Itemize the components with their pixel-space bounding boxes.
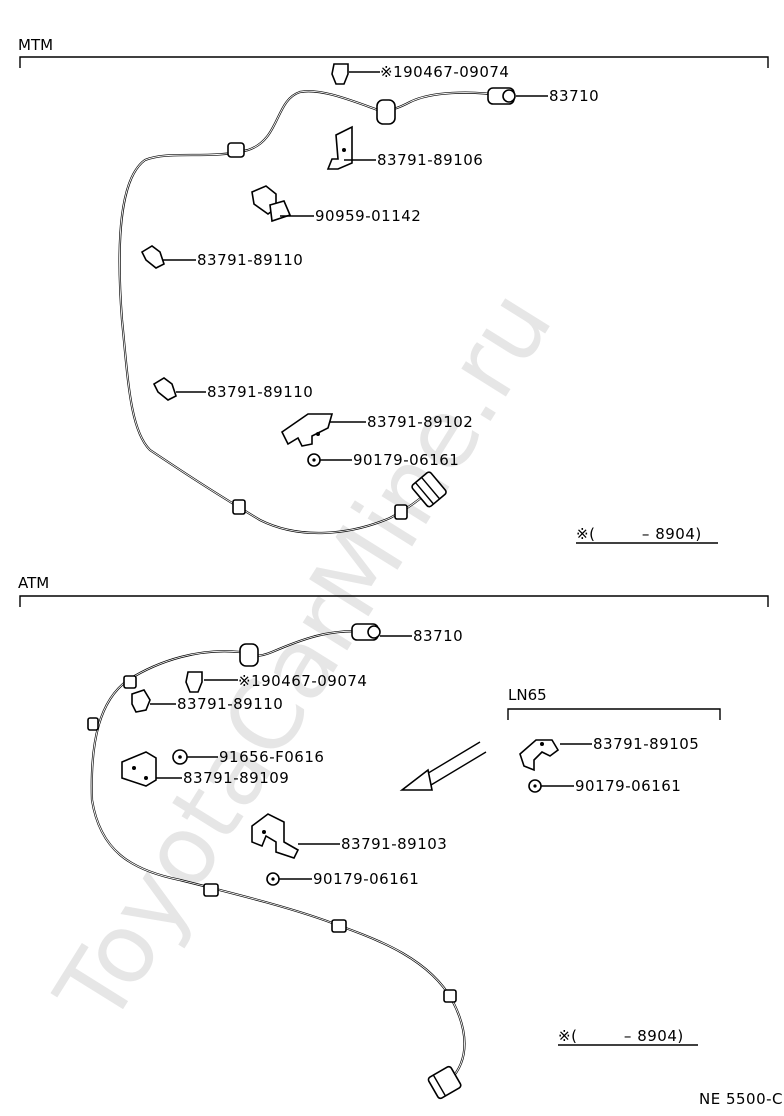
atm-validity-note: ※( – 8904): [558, 1027, 684, 1045]
part-label: ※190467-09074: [238, 672, 367, 690]
part-label: 83791-89110: [197, 251, 303, 269]
atm-section: ATM: [18, 574, 769, 1100]
atm-bracket: [19, 595, 769, 607]
bracket-icon: [519, 739, 560, 772]
clip-icon: [131, 689, 151, 713]
nut-icon: [172, 749, 188, 765]
nut-icon: [266, 872, 280, 886]
part-label: 83791-89102: [367, 413, 473, 431]
mtm-cable-connector: [411, 471, 447, 508]
part-label: ※190467-09074: [380, 63, 509, 81]
bracket-icon: [280, 413, 334, 447]
clip-icon: [185, 671, 203, 693]
ln65-variant: LN65 83791-89105 90179-06161: [399, 686, 721, 795]
mtm-section: MTM: [18, 36, 769, 544]
part-label: 90179-06161: [575, 777, 681, 795]
clip-icon: [331, 63, 349, 85]
part-label: 83791-89110: [177, 695, 283, 713]
part-label: 83710: [413, 627, 463, 645]
nut-icon: [307, 453, 321, 467]
bracket-icon: [251, 813, 300, 859]
part-label: 90179-06161: [313, 870, 419, 888]
arrow-icon: [399, 741, 487, 791]
part-label: 83791-89105: [593, 735, 699, 753]
diagram-code: NE 5500-C: [699, 1090, 783, 1108]
part-label: 83791-89109: [183, 769, 289, 787]
part-label: 91656-F0616: [219, 748, 324, 766]
part-label: 83791-89106: [377, 151, 483, 169]
part-label: 83791-89103: [341, 835, 447, 853]
ln65-title: LN65: [508, 686, 547, 704]
part-label: 83710: [549, 87, 599, 105]
bracket-icon: [326, 125, 353, 170]
part-label: 83791-89110: [207, 383, 313, 401]
clip-icon: [140, 245, 165, 269]
mtm-validity-note: ※( – 8904): [576, 525, 702, 543]
mtm-bracket: [19, 56, 769, 68]
bracket-icon: [121, 751, 157, 787]
part-label: 90959-01142: [315, 207, 421, 225]
atm-title: ATM: [18, 574, 49, 592]
clip-icon: [152, 377, 177, 401]
part-label: 90179-06161: [353, 451, 459, 469]
ln65-bracket: [507, 708, 721, 720]
atm-cable-connector: [427, 1065, 462, 1100]
nut-icon: [528, 779, 542, 793]
mtm-title: MTM: [18, 36, 53, 54]
